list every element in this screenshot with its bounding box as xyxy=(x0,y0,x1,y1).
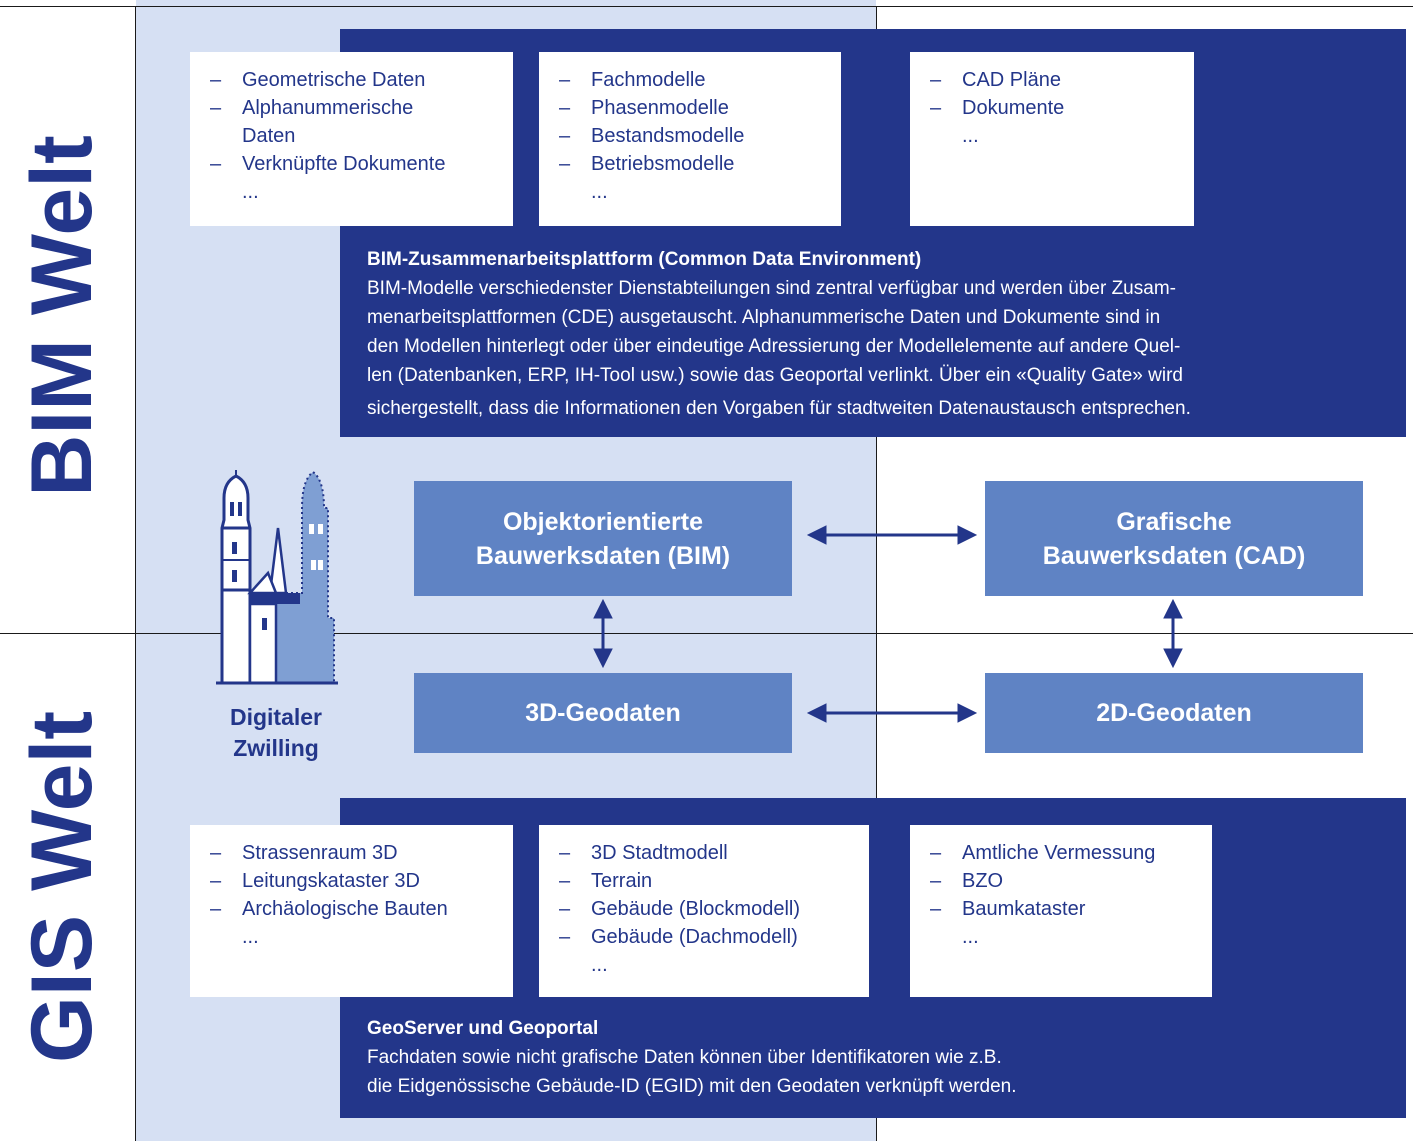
geoportal-heading: GeoServer und Geoportal xyxy=(367,1018,599,1039)
list-item: Bestandsmodelle xyxy=(559,122,831,150)
list-item: Archäologische Bauten xyxy=(210,895,503,923)
list-item: Geometrische Daten xyxy=(210,66,503,94)
bim-gis-divider xyxy=(0,633,1413,634)
box-2d-geodata: 2D-Geodaten xyxy=(985,673,1363,753)
list-item: Amtliche Vermessung xyxy=(930,839,1202,867)
gis-card-3d-list: Strassenraum 3D Leitungskataster 3D Arch… xyxy=(210,839,503,951)
gis-card-3d: Strassenraum 3D Leitungskataster 3D Arch… xyxy=(190,825,513,997)
list-item: Alphanummerische xyxy=(210,94,503,122)
list-item: Leitungskataster 3D xyxy=(210,867,503,895)
bim-desc-line: BIM-Modelle verschiedenster Dienstabteil… xyxy=(367,278,1176,299)
box-bim-objects-line: Bauwerksdaten (BIM) xyxy=(475,541,731,570)
list-item: CAD Pläne xyxy=(930,66,1184,94)
list-item: ... xyxy=(962,125,979,147)
list-item: ... xyxy=(591,181,608,203)
gis-card-city-model: 3D Stadtmodell Terrain Gebäude (Blockmod… xyxy=(539,825,869,997)
gis-card-survey: Amtliche Vermessung BZO Baumkataster ... xyxy=(910,825,1212,997)
double-arrow-bim-3d xyxy=(593,598,613,669)
list-item: Daten xyxy=(242,125,296,147)
geoportal-desc-line: die Eidgenössische Gebäude-ID (EGID) mit… xyxy=(367,1076,1017,1097)
list-item: Gebäude (Dachmodell) xyxy=(559,923,859,951)
box-cad-graphics-line: Grafische xyxy=(1116,507,1232,536)
box-bim-objects-line: Objektorientierte xyxy=(502,507,704,536)
digital-twin-label-line: Zwilling xyxy=(233,735,319,761)
bim-platform-heading: BIM-Zusammenarbeitsplattform (Common Dat… xyxy=(367,249,922,270)
digital-twin-icon xyxy=(216,470,338,685)
bim-card-models: Fachmodelle Phasenmodelle Bestandsmodell… xyxy=(539,52,841,226)
list-item: Baumkataster xyxy=(930,895,1202,923)
double-arrow-3d-2d xyxy=(806,703,978,723)
double-arrow-cad-2d xyxy=(1163,598,1183,669)
bim-card-cad-list: CAD Pläne Dokumente ... xyxy=(930,66,1184,150)
bim-desc-line: len (Datenbanken, ERP, IH-Tool usw.) sow… xyxy=(367,365,1183,386)
bim-desc-line: den Modellen hinterlegt oder über eindeu… xyxy=(367,336,1181,357)
list-item: ... xyxy=(591,954,608,976)
middle-rule xyxy=(876,6,877,1141)
geoportal-panel xyxy=(340,798,1406,1118)
list-item: Gebäude (Blockmodell) xyxy=(559,895,859,923)
list-item: Terrain xyxy=(559,867,859,895)
list-item: BZO xyxy=(930,867,1202,895)
list-item: Strassenraum 3D xyxy=(210,839,503,867)
box-2d-geodata-label: 2D-Geodaten xyxy=(1096,699,1252,727)
bim-platform-description: BIM-Zusammenarbeitsplattform (Common Dat… xyxy=(367,245,1397,423)
list-item: Dokumente xyxy=(930,94,1184,122)
digital-twin-label-line: Digitaler xyxy=(229,704,323,730)
left-rule xyxy=(135,6,136,1141)
list-item: Verknüpfte Dokumente xyxy=(210,150,503,178)
digital-twin-label: Digitaler Zwilling xyxy=(196,702,356,764)
list-item: ... xyxy=(962,926,979,948)
geoportal-desc-line: Fachdaten sowie nicht grafische Daten kö… xyxy=(367,1047,1002,1068)
bim-platform-panel xyxy=(340,29,1406,437)
list-item: Fachmodelle xyxy=(559,66,831,94)
list-item: ... xyxy=(242,181,259,203)
bim-card-data: Geometrische Daten Alphanummerische Date… xyxy=(190,52,513,226)
list-item: 3D Stadtmodell xyxy=(559,839,859,867)
top-rule xyxy=(0,6,1413,7)
geoportal-description: GeoServer und Geoportal Fachdaten sowie … xyxy=(367,1014,1397,1101)
box-bim-objects: Objektorientierte Bauwerksdaten (BIM) xyxy=(414,481,792,596)
bim-card-cad: CAD Pläne Dokumente ... xyxy=(910,52,1194,226)
box-3d-geodata: 3D-Geodaten xyxy=(414,673,792,753)
gis-card-city-model-list: 3D Stadtmodell Terrain Gebäude (Blockmod… xyxy=(559,839,859,979)
double-arrow-bim-cad xyxy=(806,525,978,545)
box-cad-graphics-line: Bauwerksdaten (CAD) xyxy=(1042,541,1306,570)
list-item: ... xyxy=(242,926,259,948)
list-item: Phasenmodelle xyxy=(559,94,831,122)
box-cad-graphics: Grafische Bauwerksdaten (CAD) xyxy=(985,481,1363,596)
box-3d-geodata-label: 3D-Geodaten xyxy=(525,699,681,727)
gis-card-survey-list: Amtliche Vermessung BZO Baumkataster ... xyxy=(930,839,1202,951)
bim-card-data-list: Geometrische Daten Alphanummerische Date… xyxy=(210,66,503,206)
list-item: Betriebsmodelle xyxy=(559,150,831,178)
bim-desc-line: sichergestellt, dass die Informationen d… xyxy=(367,398,1191,419)
bim-card-models-list: Fachmodelle Phasenmodelle Bestandsmodell… xyxy=(559,66,831,206)
bim-desc-line: menarbeitsplattformen (CDE) ausgetauscht… xyxy=(367,307,1161,328)
